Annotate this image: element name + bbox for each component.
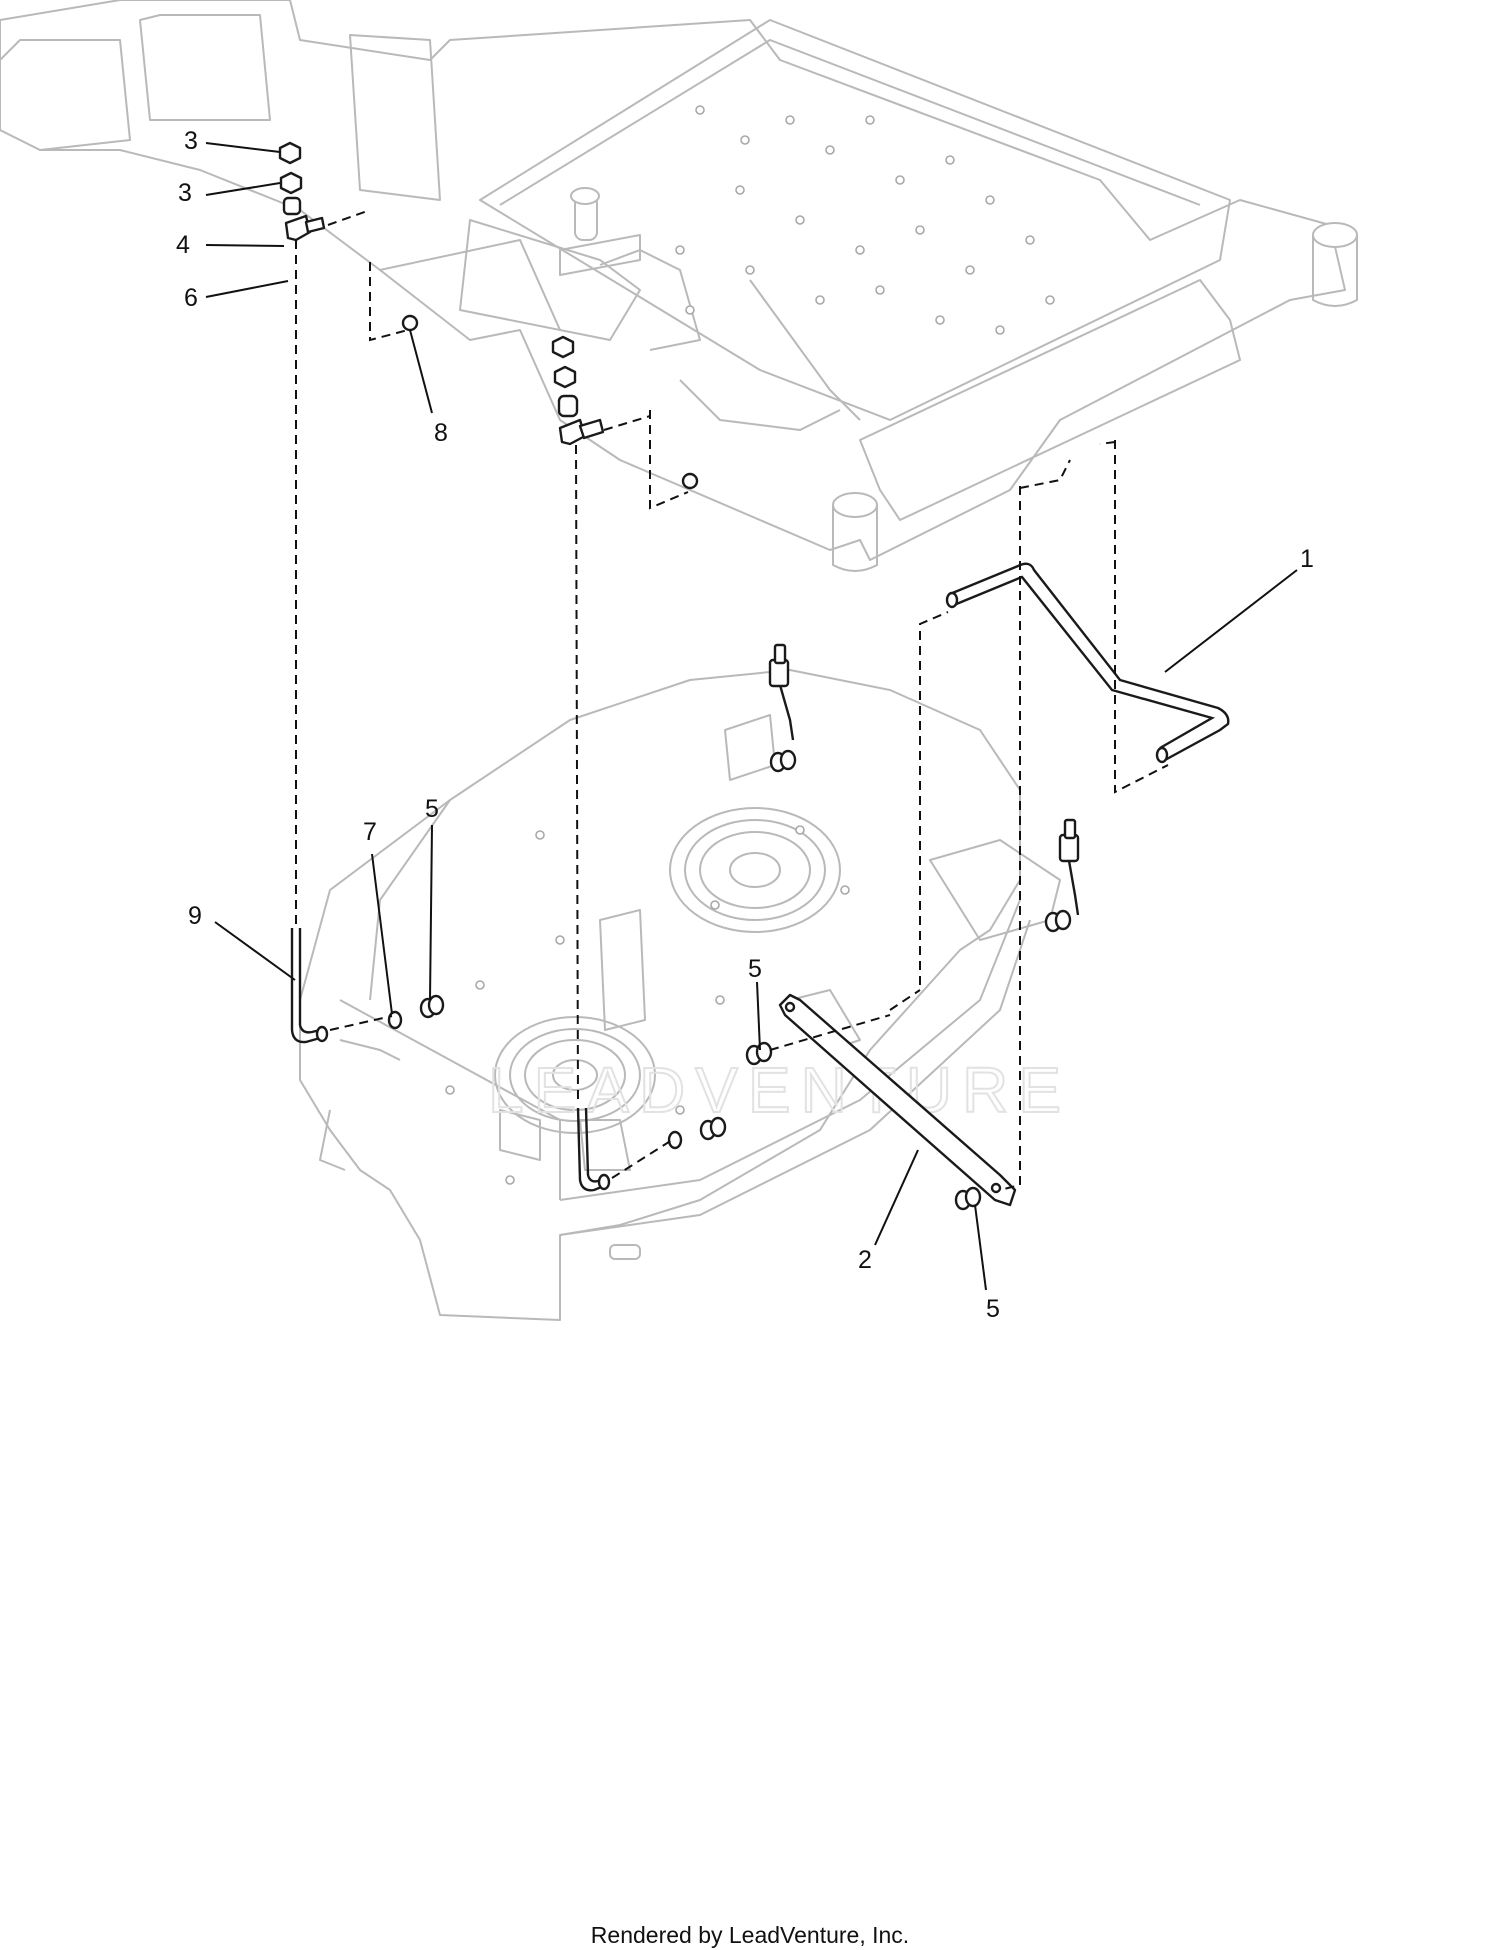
tractor-frame: [0, 0, 1358, 572]
callout-3-top: 3: [184, 127, 198, 155]
callout-2: 2: [858, 1246, 872, 1274]
assembly-lines: [295, 209, 1169, 1191]
leader-lines: [205, 142, 1298, 1291]
watermark: LEADVENTURE: [488, 1054, 1071, 1126]
callout-8: 8: [434, 419, 448, 447]
callout-7: 7: [363, 818, 377, 846]
callout-4: 4: [176, 231, 190, 259]
callouts: 1 2 3 3 4 5 5 5 6 7 8 9: [176, 127, 1314, 1323]
callout-1: 1: [1300, 545, 1314, 573]
mower-deck: [299, 669, 1061, 1321]
callout-5-middle: 5: [748, 955, 762, 983]
footer-credit: Rendered by LeadVenture, Inc.: [590, 1922, 910, 1948]
callout-5-left: 5: [425, 795, 439, 823]
callout-9: 9: [188, 902, 202, 930]
callout-6: 6: [184, 284, 198, 312]
callout-3: 3: [178, 179, 192, 207]
parts: [278, 141, 1230, 1211]
callout-5-bottom: 5: [986, 1295, 1000, 1323]
